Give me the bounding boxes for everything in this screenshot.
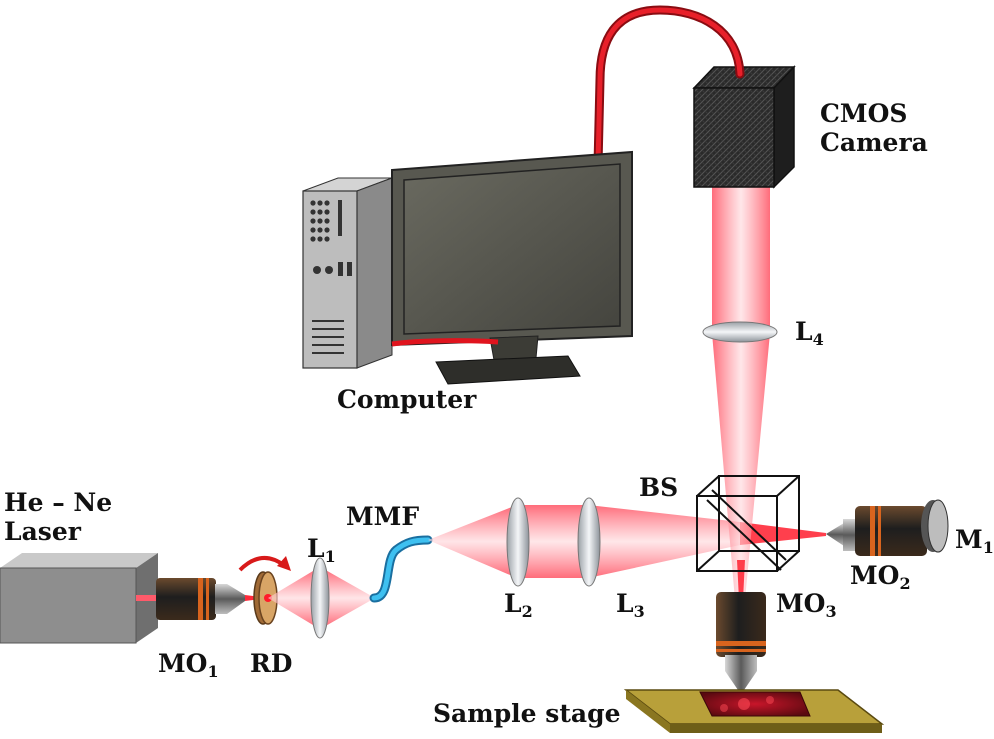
computer-label-text: Computer — [337, 385, 477, 414]
m1-label-sub: 1 — [982, 538, 994, 557]
bs-label: BS — [639, 473, 679, 503]
l4-label-text: L — [795, 317, 813, 346]
beam-rd-to-l1 — [268, 568, 318, 628]
camera-label-line2: Camera — [820, 127, 928, 157]
sample-stage-label-text: Sample stage — [433, 699, 621, 728]
mo2-label: MO2 — [850, 561, 911, 593]
beam-l3-to-bs — [588, 505, 740, 578]
beam-camera-to-l4 — [712, 187, 770, 330]
camera-cable-highlight — [595, 7, 743, 168]
lens-l4 — [702, 321, 778, 343]
m1-label-text: M — [955, 525, 983, 554]
l3-label: L3 — [616, 589, 645, 621]
microscope-objective-3 — [716, 592, 766, 690]
l4-label-sub: 4 — [812, 330, 824, 349]
beam-l4-to-bs — [712, 333, 770, 600]
multimode-fiber-core — [371, 537, 431, 601]
l1-label-text: L — [307, 534, 325, 563]
l1-label-sub: 1 — [324, 547, 336, 566]
mo1-label-sub: 1 — [207, 662, 219, 681]
computer-monitor — [391, 150, 633, 385]
l2-label: L2 — [504, 589, 533, 621]
mo3-label-text: MO — [776, 589, 826, 618]
lens-l3 — [577, 497, 601, 587]
rotation-arrowhead — [277, 556, 291, 571]
l2-label-text: L — [504, 589, 522, 618]
rd-label-text: RD — [250, 649, 293, 678]
laser-beam — [136, 595, 162, 601]
lens-l1 — [310, 557, 330, 639]
mo1-label-text: MO — [158, 649, 208, 678]
laser-label-line1: He – Ne — [4, 488, 113, 517]
computer-label: Computer — [337, 385, 477, 415]
bs-label-text: BS — [639, 473, 679, 502]
mo1-label: MO1 — [158, 649, 219, 681]
mmf-label: MMF — [346, 502, 420, 532]
lens-l2 — [506, 497, 530, 587]
sample-stage — [623, 689, 885, 733]
beam-l2-to-l3 — [517, 505, 588, 578]
mmf-label-text: MMF — [346, 502, 420, 531]
rd-label: RD — [250, 649, 293, 679]
laser-label: He – Ne Laser — [4, 488, 113, 547]
beam-l1-to-fiber — [322, 568, 375, 628]
l4-label: L4 — [795, 317, 824, 349]
l2-label-sub: 2 — [521, 602, 533, 621]
cmos-camera — [692, 65, 796, 189]
rotation-arrow — [238, 556, 287, 572]
microscope-objective-2 — [826, 506, 927, 556]
l1-label: L1 — [307, 534, 336, 566]
l3-label-text: L — [616, 589, 634, 618]
tower-monitor-cable — [391, 338, 499, 347]
laser-label-line2: Laser — [4, 516, 81, 546]
mo2-label-text: MO — [850, 561, 900, 590]
sample-stage-label: Sample stage — [433, 699, 621, 729]
beam-splitter-cube — [696, 475, 800, 572]
beam-bs-to-mo2 — [740, 522, 826, 545]
beam-fiber-to-l2 — [428, 505, 517, 578]
mo3-label: MO3 — [776, 589, 837, 621]
m1-label: M1 — [955, 525, 994, 557]
mirror-m1 — [921, 499, 949, 553]
l3-label-sub: 3 — [633, 602, 645, 621]
mo2-label-sub: 2 — [899, 574, 911, 593]
microscope-objective-1 — [156, 578, 245, 620]
camera-label-line1: CMOS — [820, 99, 908, 128]
camera-label: CMOS Camera — [820, 99, 928, 158]
laser-source — [0, 553, 158, 644]
mo3-label-sub: 3 — [825, 602, 837, 621]
pc-tower — [302, 177, 393, 369]
